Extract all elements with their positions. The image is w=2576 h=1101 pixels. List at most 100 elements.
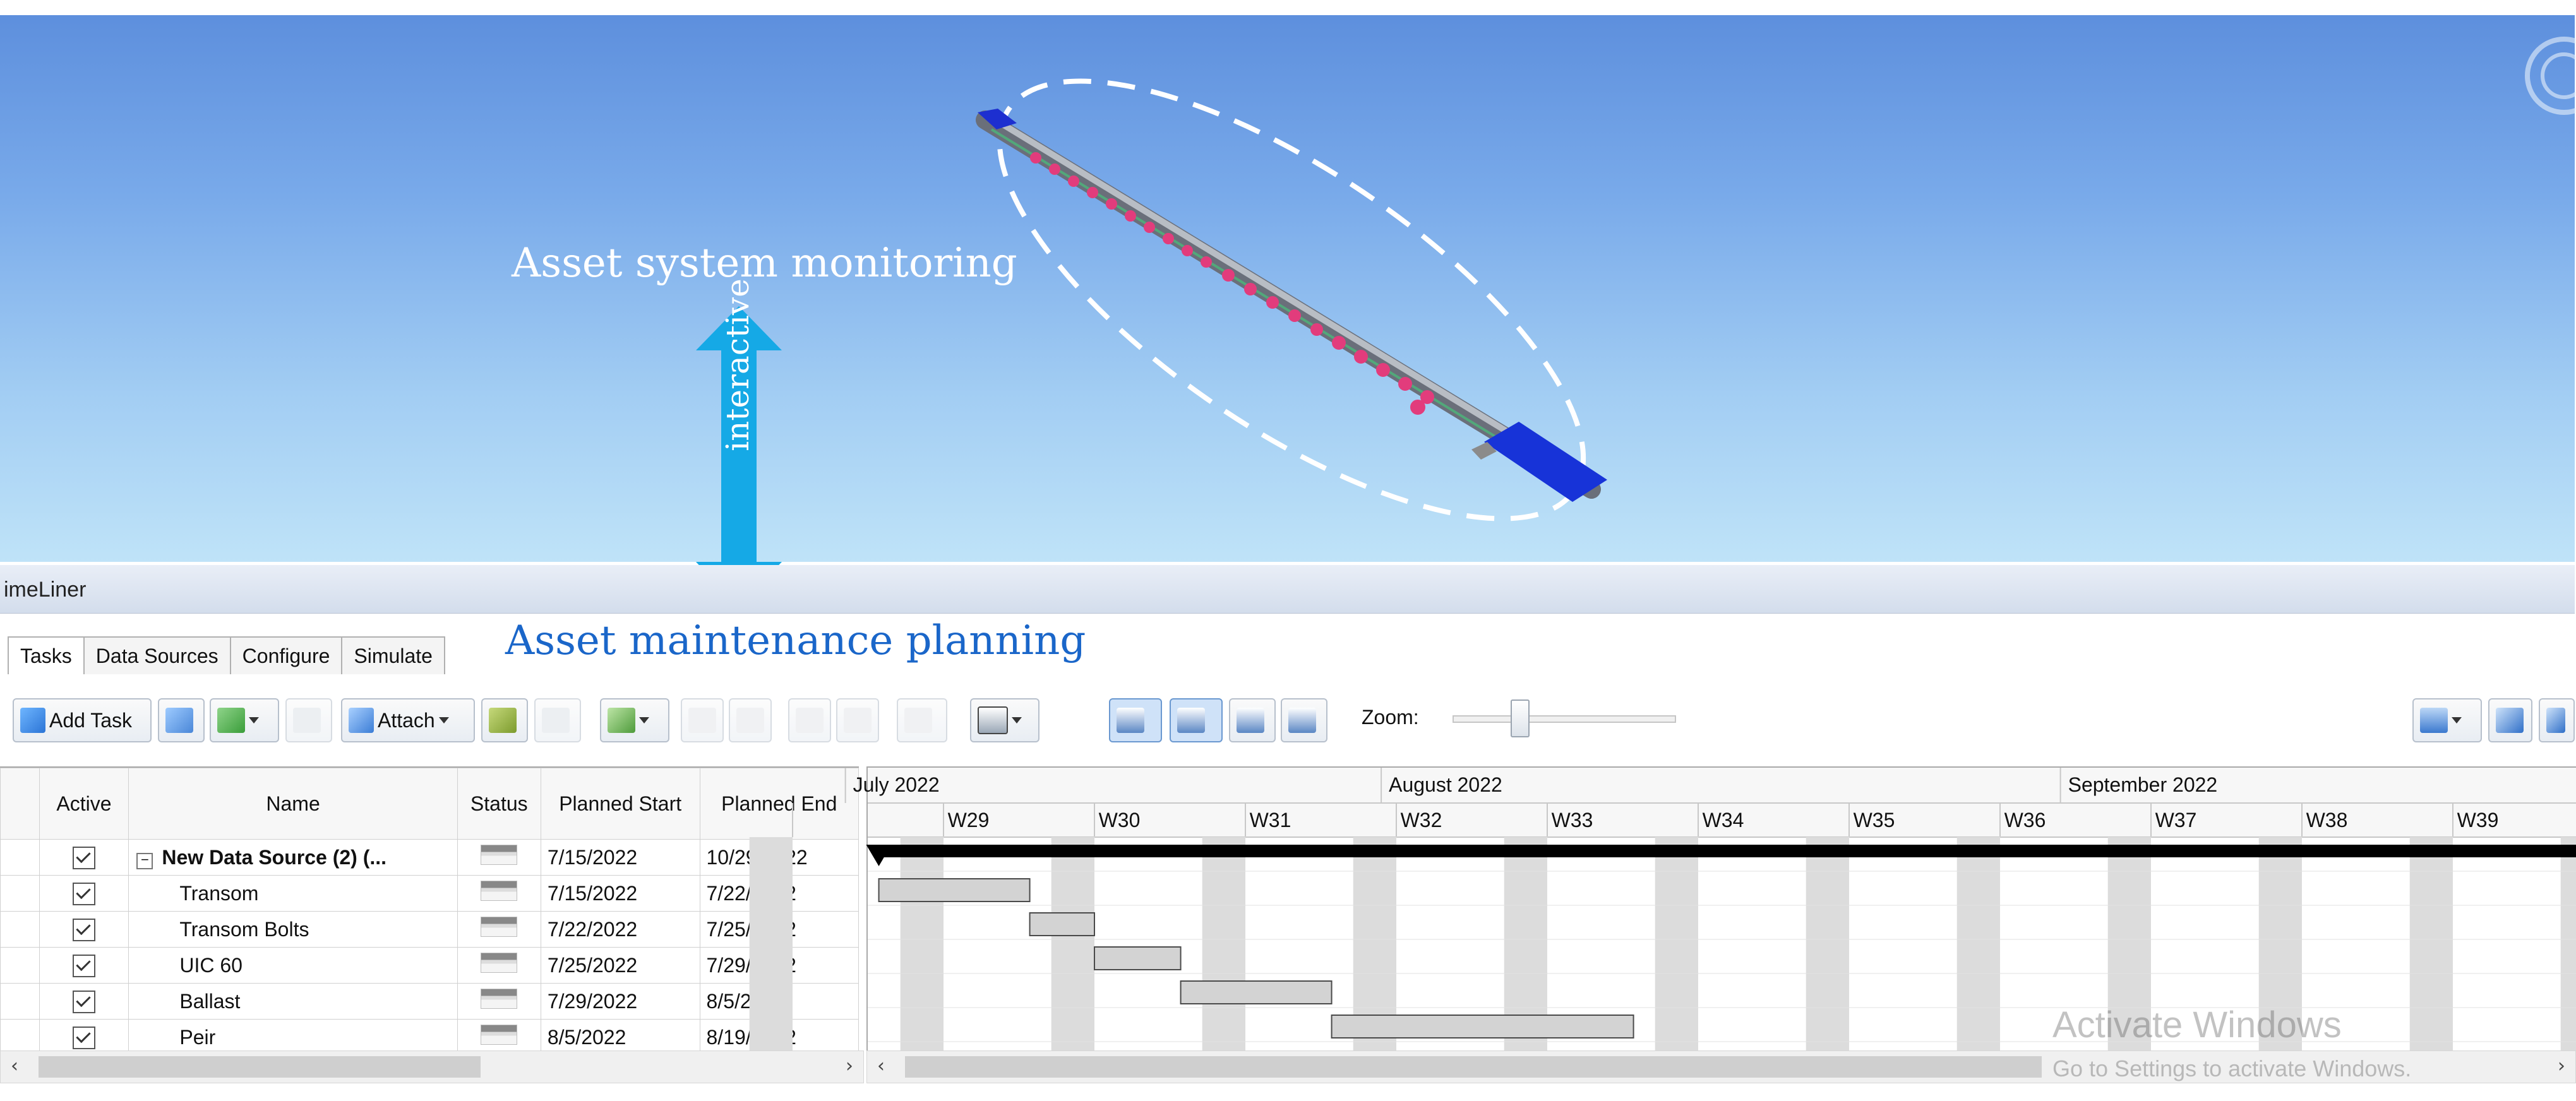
status-icon <box>481 1025 518 1045</box>
task-start: 7/15/2022 <box>540 839 700 876</box>
task-grid: Active Name Status Planned Start Planned… <box>0 766 859 1056</box>
table-row[interactable]: Ballast 7/29/2022 8/5/2022 <box>0 983 859 1020</box>
attach-icon <box>349 708 374 733</box>
table-row[interactable]: UIC 60 7/25/2022 7/29/2022 <box>0 947 859 984</box>
row-handle[interactable] <box>0 911 40 948</box>
collapse-toggle-icon[interactable]: − <box>136 852 153 869</box>
row-handle[interactable] <box>0 875 40 912</box>
filter-button[interactable] <box>2412 698 2482 742</box>
gantt-scroll-left-arrow-icon[interactable]: ‹ <box>877 1055 885 1077</box>
delete-task-button[interactable] <box>285 698 332 742</box>
week-label: W30 <box>1099 809 1141 831</box>
columns-button[interactable] <box>970 698 1039 742</box>
grid-horizontal-scrollbar[interactable]: ‹ › <box>0 1050 864 1083</box>
table-row[interactable]: Transom Bolts 7/22/2022 7/25/2022 <box>0 911 859 948</box>
comment-button[interactable] <box>897 698 947 742</box>
weekend-shade <box>1202 837 1245 1052</box>
row-handle[interactable] <box>0 1019 40 1056</box>
zoom-label: Zoom: <box>1362 706 1419 729</box>
3d-viewport[interactable]: Asset system monitoring interactive <box>0 0 2576 609</box>
gantt-horizontal-scrollbar[interactable]: ‹ › <box>866 1050 2576 1083</box>
week-label: W33 <box>1552 809 1593 831</box>
import-button[interactable] <box>2539 698 2575 742</box>
planning-label: Asset maintenance planning <box>505 617 1086 664</box>
timeliner-tabs: Tasks Data Sources Configure Simulate <box>8 636 445 674</box>
attach-button[interactable]: Attach <box>341 698 475 742</box>
column-status[interactable]: Status <box>457 768 541 840</box>
task-start: 7/29/2022 <box>540 983 700 1020</box>
planned-view-icon <box>1177 708 1205 733</box>
active-checkbox[interactable] <box>72 991 95 1014</box>
week-label: W37 <box>2155 809 2197 831</box>
active-checkbox[interactable] <box>72 955 95 978</box>
table-row[interactable]: −New Data Source (2) (... 7/15/2022 10/2… <box>0 839 859 876</box>
row-handle[interactable] <box>0 839 40 876</box>
column-planned-end[interactable]: Planned End <box>699 768 859 840</box>
active-checkbox[interactable] <box>72 847 95 870</box>
indent-button[interactable] <box>788 698 831 742</box>
panel-title: imeLiner <box>4 578 87 602</box>
columns-icon <box>978 706 1008 734</box>
view-cube-icon[interactable] <box>2525 37 2576 115</box>
row-handle[interactable] <box>0 983 40 1020</box>
view-planned-button[interactable] <box>1170 698 1223 742</box>
find-items-button[interactable] <box>600 698 669 742</box>
view-actual-button[interactable] <box>1229 698 1276 742</box>
insert-child-button[interactable] <box>158 698 205 742</box>
timeliner-title-bar[interactable]: imeLiner <box>0 565 2575 614</box>
table-row[interactable]: Transom 7/15/2022 7/22/2022 <box>0 875 859 912</box>
scroll-left-arrow-icon[interactable]: ‹ <box>11 1055 18 1077</box>
tab-data-sources[interactable]: Data Sources <box>83 636 231 674</box>
hierarchy-icon <box>165 708 193 733</box>
timeliner-toolbar: Add Task Attach <box>0 693 2575 750</box>
zoom-slider-thumb[interactable] <box>1511 699 1530 737</box>
detach-button[interactable] <box>534 698 581 742</box>
column-planned-start[interactable]: Planned Start <box>540 768 700 840</box>
active-checkbox[interactable] <box>72 1027 95 1050</box>
status-icon <box>481 881 518 901</box>
view-compare-button[interactable] <box>1281 698 1327 742</box>
attach-rule-button[interactable] <box>481 698 528 742</box>
column-name[interactable]: Name <box>128 768 458 840</box>
weekend-shade <box>1956 837 2000 1052</box>
weekend-shade <box>1051 837 1094 1052</box>
task-start: 7/25/2022 <box>540 947 700 984</box>
scroll-right-arrow-icon[interactable]: › <box>846 1055 853 1077</box>
task-bar <box>878 878 1031 902</box>
tab-simulate[interactable]: Simulate <box>341 636 445 674</box>
month-label: August 2022 <box>1389 773 1502 796</box>
move-up-button[interactable] <box>681 698 724 742</box>
move-down-button[interactable] <box>729 698 772 742</box>
gantt-scroll-right-arrow-icon[interactable]: › <box>2558 1055 2565 1077</box>
outdent-button[interactable] <box>836 698 879 742</box>
status-icon <box>481 917 518 937</box>
summary-bar <box>878 845 2576 857</box>
column-active[interactable]: Active <box>39 768 129 840</box>
task-name: Ballast <box>128 983 458 1020</box>
export-button[interactable] <box>2488 698 2532 742</box>
active-checkbox[interactable] <box>72 883 95 906</box>
auto-add-tasks-button[interactable] <box>210 698 279 742</box>
activate-windows-watermark: Activate Windows <box>2052 1004 2342 1045</box>
active-checkbox[interactable] <box>72 919 95 942</box>
view-gantt-button[interactable] <box>1109 698 1162 742</box>
tab-tasks[interactable]: Tasks <box>8 636 85 674</box>
week-label: W35 <box>1854 809 1895 831</box>
indent-icon <box>796 708 824 733</box>
interactive-double-arrow <box>696 306 782 609</box>
table-row[interactable]: Peir 8/5/2022 8/19/2022 <box>0 1019 859 1056</box>
zoom-slider[interactable] <box>1453 715 1676 723</box>
status-icon <box>481 989 518 1009</box>
add-task-button[interactable]: Add Task <box>13 698 152 742</box>
week-label: W29 <box>948 809 990 831</box>
task-name: UIC 60 <box>128 947 458 984</box>
grid-scroll-thumb[interactable] <box>39 1056 481 1078</box>
rule-icon <box>489 708 517 733</box>
row-handle[interactable] <box>0 947 40 984</box>
gantt-scroll-thumb[interactable] <box>905 1056 2042 1078</box>
weekend-shade <box>1806 837 1849 1052</box>
tab-configure[interactable]: Configure <box>229 636 343 674</box>
weekend-shade <box>2409 837 2453 1052</box>
